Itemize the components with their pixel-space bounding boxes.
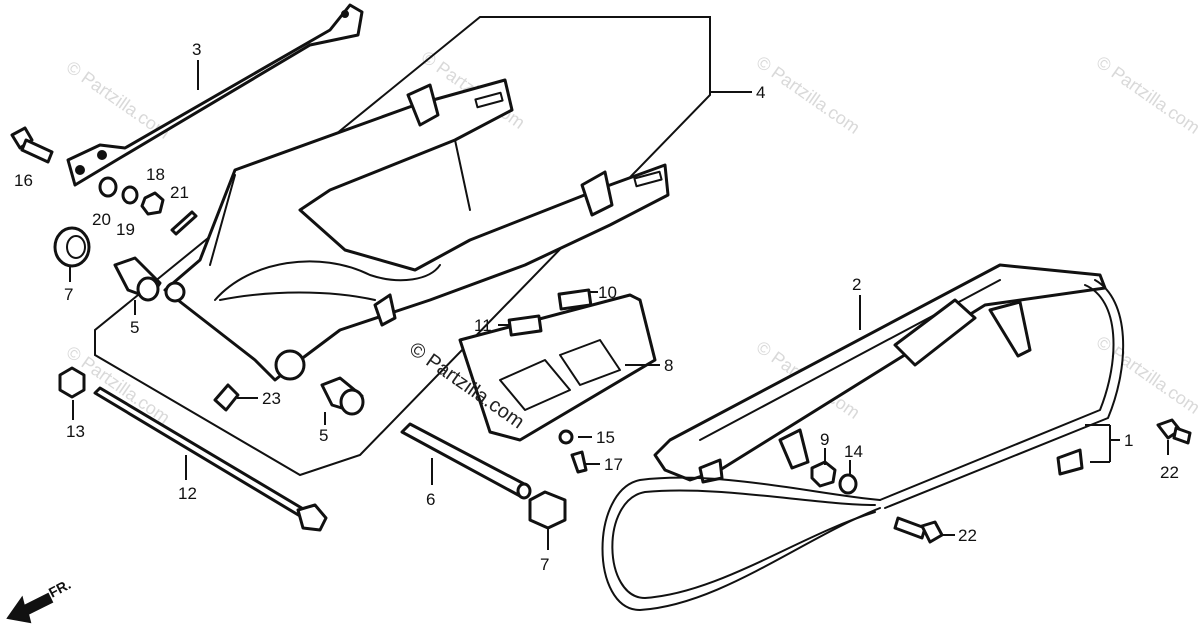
callout-16: 16 [14, 171, 33, 190]
callout-17: 17 [604, 455, 623, 474]
callout-19: 19 [116, 220, 135, 239]
callout-22-right: 22 [1160, 463, 1179, 482]
callout-8: 8 [664, 356, 673, 375]
bolt-22-lower [893, 516, 944, 544]
callout-14: 14 [844, 442, 863, 461]
callout-4: 4 [756, 83, 765, 102]
screw-17 [570, 450, 588, 474]
callout-9: 9 [820, 430, 829, 449]
washer-14 [838, 473, 858, 495]
screw-15 [558, 429, 574, 445]
swingarm [163, 78, 670, 382]
small-hardware [98, 176, 198, 236]
callout-13: 13 [66, 422, 85, 441]
callout-5-upper: 5 [130, 318, 139, 337]
callout-7-left: 7 [64, 285, 73, 304]
callout-labels: 3 4 16 18 21 20 19 7 5 2 10 11 8 23 13 5… [14, 40, 1179, 574]
callout-12: 12 [178, 484, 197, 503]
dust-seal-left [53, 226, 91, 268]
nut-9 [810, 460, 837, 488]
callout-6: 6 [426, 490, 435, 509]
front-arrow-icon [6, 592, 54, 624]
grease-fitting-23 [213, 383, 240, 412]
collar-6 [400, 422, 532, 500]
bolt-16 [10, 126, 54, 164]
callout-15: 15 [596, 428, 615, 447]
leader-lines [69, 60, 1169, 550]
callout-21: 21 [170, 183, 189, 202]
callout-5-lower: 5 [319, 426, 328, 445]
bushing-upper [113, 256, 162, 302]
callout-22-lower: 22 [958, 526, 977, 545]
callout-1: 1 [1124, 431, 1133, 450]
nut-13 [58, 366, 86, 399]
assembly-bracket-outline [94, 16, 711, 477]
watermark-4: © Partzilla.com [1093, 52, 1200, 138]
callout-7-lower: 7 [540, 555, 549, 574]
callout-18: 18 [146, 165, 165, 184]
pivot-bolt-12 [93, 386, 328, 532]
bolt-22-right [1156, 418, 1192, 445]
torque-link [66, 3, 364, 187]
watermark-3: © Partzilla.com [753, 52, 864, 138]
callout-10: 10 [598, 283, 617, 302]
chain-slider [458, 288, 657, 442]
callout-20: 20 [92, 210, 111, 229]
front-direction-indicator: FR. [6, 576, 73, 624]
watermark-7: © Partzilla.com [1093, 332, 1200, 418]
bushing-lower [320, 376, 365, 416]
callout-11: 11 [474, 316, 492, 335]
callout-23: 23 [262, 389, 281, 408]
drive-chain [601, 279, 1125, 611]
callout-3: 3 [192, 40, 201, 59]
chain-case [653, 263, 1107, 484]
dust-seal-lower [528, 490, 567, 530]
callout-2: 2 [852, 275, 861, 294]
